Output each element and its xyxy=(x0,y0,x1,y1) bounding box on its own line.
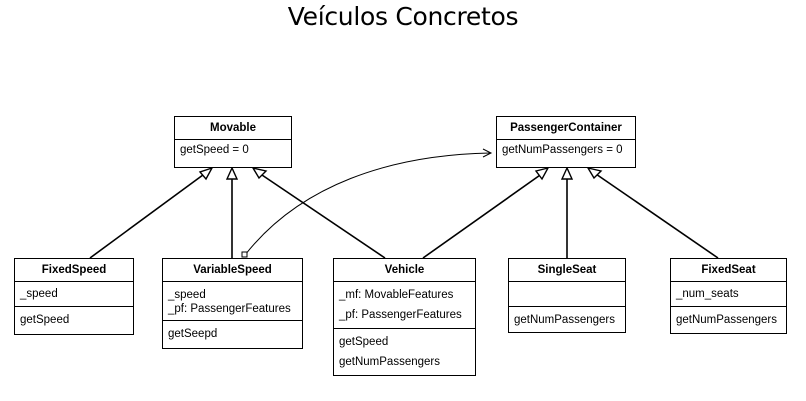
arrowhead-vehicle-passenger xyxy=(534,166,550,181)
inheritance-vehicle-movable xyxy=(258,172,386,259)
class-name: Vehicle xyxy=(334,259,475,282)
class-methods: getNumPassengers xyxy=(671,307,786,333)
class-methods: getNumPassengers xyxy=(509,307,625,333)
inheritance-fixedspeed-movable xyxy=(89,171,208,259)
class-vehicle[interactable]: Vehicle _mf: MovableFeatures _pf: Passen… xyxy=(333,258,476,376)
class-name: FixedSpeed xyxy=(15,259,133,282)
class-methods: getNumPassengers = 0 xyxy=(497,140,635,160)
attribute: _speed xyxy=(20,288,58,300)
method: getSeepd xyxy=(168,328,218,340)
class-name: PassengerContainer xyxy=(497,117,635,140)
attribute: _mf: MovableFeatures xyxy=(339,289,454,301)
attribute: _speed xyxy=(168,289,206,301)
method: getNumPassengers xyxy=(339,356,440,368)
arrowhead-singleseat xyxy=(560,166,574,180)
arrowhead-vehicle-movable xyxy=(251,166,268,180)
class-name: VariableSpeed xyxy=(163,259,302,282)
attribute: _pf: PassengerFeatures xyxy=(168,303,291,315)
method: getNumPassengers xyxy=(676,314,777,326)
method: getSpeed = 0 xyxy=(180,144,249,156)
method: getNumPassengers = 0 xyxy=(502,144,623,156)
arrowhead-fixedseat xyxy=(586,166,603,180)
method: getSpeed xyxy=(339,336,389,348)
class-name: Movable xyxy=(175,117,291,140)
page-title: Veículos Concretos xyxy=(287,2,519,31)
class-passengercontainer[interactable]: PassengerContainer getNumPassengers = 0 xyxy=(496,116,636,168)
class-variablespeed[interactable]: VariableSpeed _speed _pf: PassengerFeatu… xyxy=(162,258,303,349)
method: getSpeed xyxy=(20,314,70,326)
class-attributes: _num_seats xyxy=(671,282,786,307)
class-singleseat[interactable]: SingleSeat getNumPassengers xyxy=(508,258,626,333)
class-name: SingleSeat xyxy=(509,259,625,282)
association-curve xyxy=(244,152,491,256)
association-arrowhead xyxy=(482,148,493,158)
class-attributes xyxy=(509,282,625,307)
class-fixedseat[interactable]: FixedSeat _num_seats getNumPassengers xyxy=(670,258,787,334)
class-name: FixedSeat xyxy=(671,259,786,282)
attribute: _pf: PassengerFeatures xyxy=(339,309,462,321)
class-attributes: _mf: MovableFeatures _pf: PassengerFeatu… xyxy=(334,282,475,329)
class-attributes: _speed xyxy=(15,282,133,307)
inheritance-vehicle-passengercontainer xyxy=(422,172,544,259)
class-methods: getSpeed getNumPassengers xyxy=(334,329,475,375)
association-origin-marker xyxy=(241,251,248,258)
inheritance-fixedseat-passengercontainer xyxy=(592,171,719,259)
class-attributes: _speed _pf: PassengerFeatures xyxy=(163,282,302,321)
class-methods: getSeepd xyxy=(163,321,302,347)
class-movable[interactable]: Movable getSpeed = 0 xyxy=(174,116,292,168)
method: getNumPassengers xyxy=(514,314,615,326)
arrowhead-fixedspeed xyxy=(198,166,214,181)
class-methods: getSpeed xyxy=(15,307,133,333)
attribute: _num_seats xyxy=(676,288,739,300)
arrowhead-variablespeed xyxy=(225,166,239,180)
class-fixedspeed[interactable]: FixedSpeed _speed getSpeed xyxy=(14,258,134,335)
class-methods: getSpeed = 0 xyxy=(175,140,291,160)
